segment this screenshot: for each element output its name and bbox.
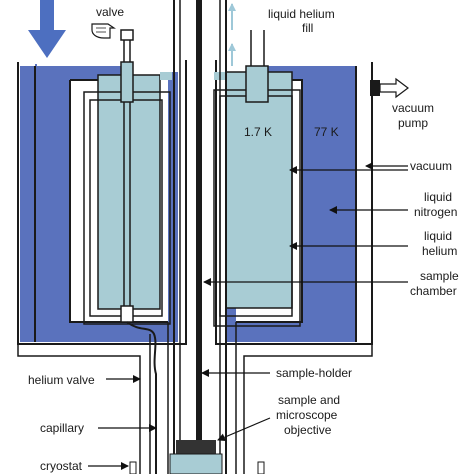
liquid-nitrogen-label-1: liquid bbox=[424, 190, 452, 204]
sample-holder-rod bbox=[196, 0, 202, 440]
liquid-helium-label-2: helium bbox=[422, 244, 457, 258]
valve-stem bbox=[120, 29, 157, 474]
helium-fill-tubes bbox=[228, 3, 269, 103]
sample-chamber-label-2: chamber bbox=[410, 284, 457, 298]
valve-label: valve bbox=[96, 5, 124, 19]
vacuum-label: vacuum bbox=[410, 159, 452, 173]
vacuum-pump-label-2: pump bbox=[398, 116, 428, 130]
vacuum-pump-label-1: vacuum bbox=[392, 101, 434, 115]
temp-helium-label: 1.7 K bbox=[244, 125, 272, 139]
helium-valve-label: helium valve bbox=[28, 373, 95, 387]
central-bore bbox=[173, 0, 227, 474]
liquid-helium-label-1: liquid bbox=[424, 229, 452, 243]
helium-fill-label-1: liquid helium bbox=[268, 7, 335, 21]
helium-fill-label-2: fill bbox=[302, 21, 313, 35]
nitrogen-dewar bbox=[17, 60, 373, 345]
down-arrow-icon bbox=[28, 0, 66, 58]
objective-body bbox=[176, 440, 216, 454]
sample-holder-label: sample-holder bbox=[276, 366, 352, 380]
vacuum-pump-outlet bbox=[370, 77, 409, 99]
helium-valve-body bbox=[120, 305, 134, 323]
sample-objective-label-2: microscope bbox=[276, 408, 338, 422]
sample-chamber-label-1: sample bbox=[420, 269, 459, 283]
liquid-nitrogen-label-2: nitrogen bbox=[414, 205, 457, 219]
outlet-arrow-icon bbox=[379, 77, 409, 99]
sample-objective-label-3: objective bbox=[284, 423, 332, 437]
capillary-label: capillary bbox=[40, 421, 84, 435]
capillary-tube bbox=[126, 321, 157, 474]
label-arrows bbox=[88, 162, 408, 470]
sample-objective-label-1: sample and bbox=[278, 393, 340, 407]
bottom-pipework bbox=[17, 322, 373, 474]
helium-dewar bbox=[83, 71, 301, 327]
pointing-hand-icon bbox=[91, 23, 116, 39]
cryostat-label: cryostat bbox=[40, 459, 83, 473]
temp-nitrogen-label: 77 K bbox=[314, 125, 339, 139]
